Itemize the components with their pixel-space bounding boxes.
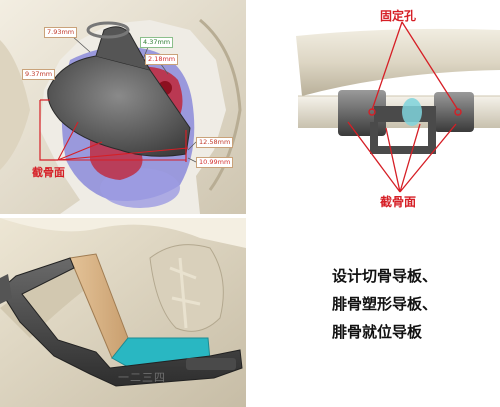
measurement-label: 10.99mm <box>196 157 234 168</box>
caption-line: 腓骨塑形导板、 <box>332 295 438 313</box>
fibula-illustration <box>262 0 500 214</box>
osteotomy-plane-label: 截骨面 <box>380 195 417 209</box>
caption-line: 腓骨就位导板 <box>332 323 423 341</box>
fibula-shaping-guide-image: 固定孔 截骨面 <box>262 0 500 214</box>
measurement-label: 7.93mm <box>44 27 78 38</box>
jaw-illustration <box>0 218 246 407</box>
measurement-label: 4.37mm <box>140 37 174 48</box>
measurement-label: 2.18mm <box>145 54 179 65</box>
osteotomy-plane-label: 截骨面 <box>32 166 65 179</box>
measurement-label: 9.37mm <box>22 69 56 80</box>
skull-illustration <box>0 0 246 214</box>
caption-block: 设计切骨导板、 腓骨塑形导板、 腓骨就位导板 <box>332 262 492 346</box>
fixation-hole-label: 固定孔 <box>380 9 417 23</box>
measurement-label: 12.58mm <box>196 137 234 148</box>
caption-line: 设计切骨导板、 <box>332 267 438 285</box>
skull-cutting-guide-image: 7.93mm 4.37mm 2.18mm 9.37mm 12.58mm 10.9… <box>0 0 246 214</box>
fibula-positioning-guide-image: 一二三四 <box>0 218 246 407</box>
guide-embossed-text: 一二三四 <box>118 371 166 384</box>
